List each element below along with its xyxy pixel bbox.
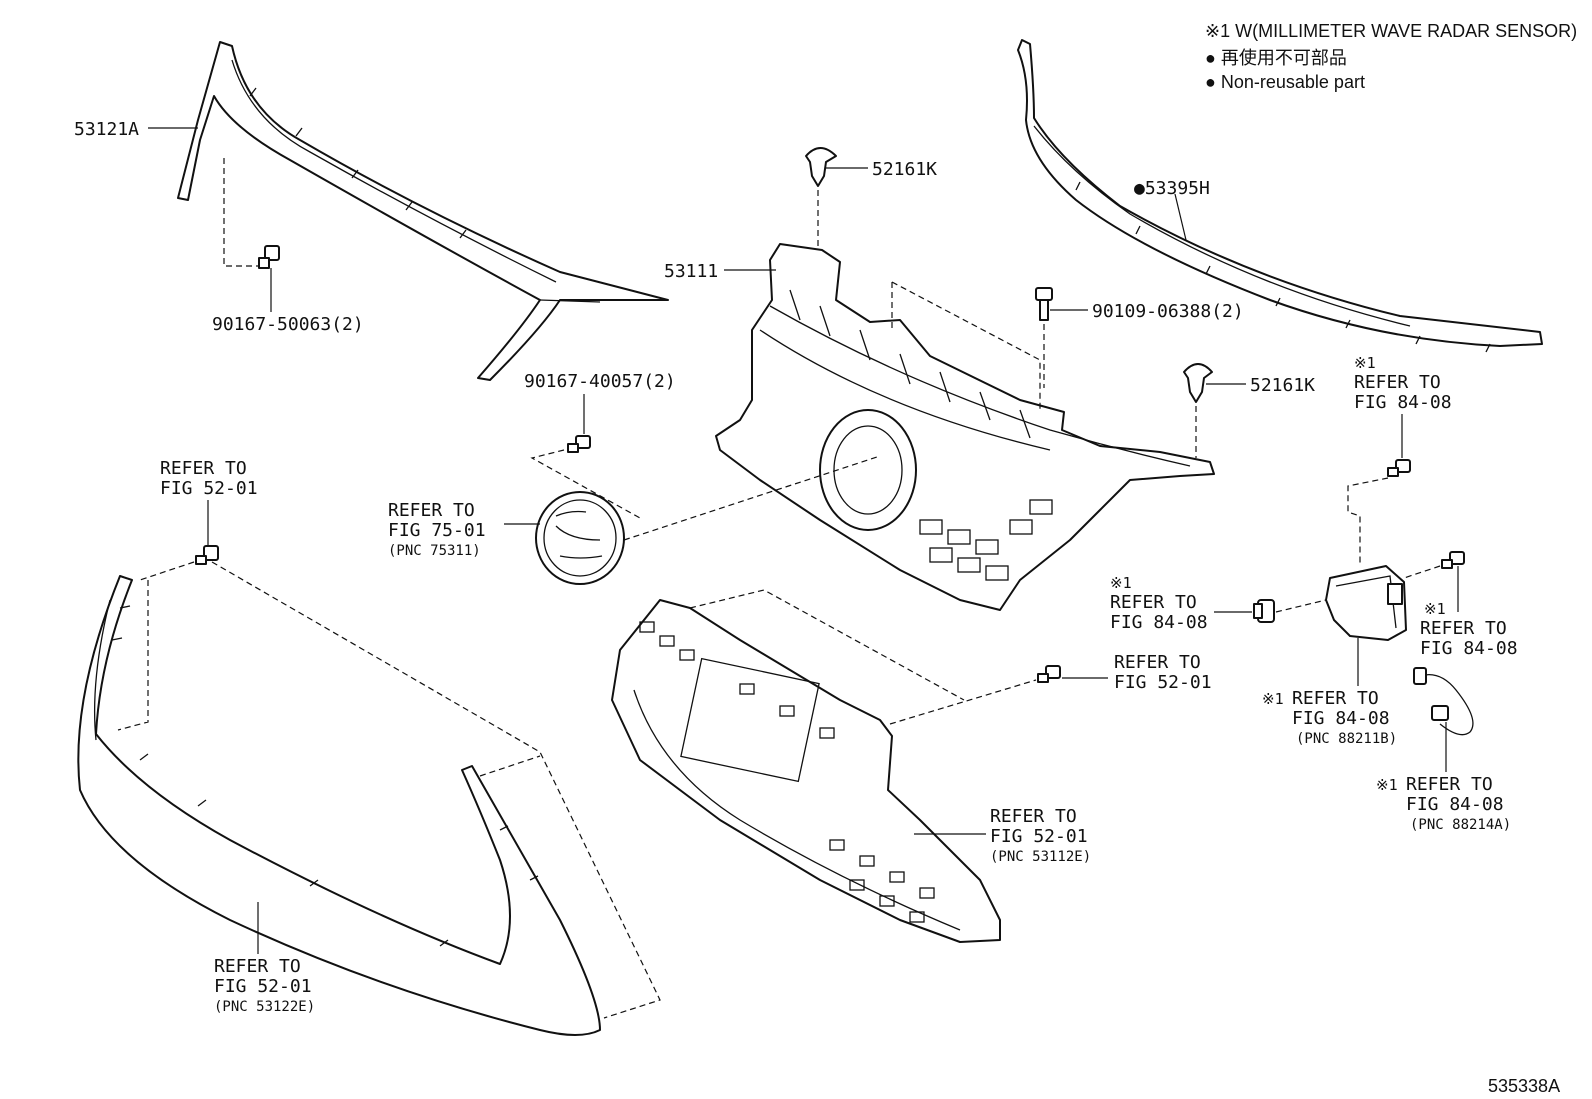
dash-radar-retainer [1275,599,1327,613]
clip-52161K-top [805,147,837,187]
ref-bolt-center-right-line2: FIG 52-01 [1114,672,1212,693]
dash-radar-bolt-right [1403,565,1441,579]
molding-53121A [177,41,669,381]
ref-bolt-left-line1: REFER TO [160,458,247,479]
ref-radar-retainer-line2: FIG 84-08 [1110,612,1208,633]
screw-90167-40057 [567,435,591,453]
ref-radar-bolt-right-line1: REFER TO [1420,618,1507,639]
label-90109-06388: 90109-06388(2) [1092,301,1244,322]
radar-wire-harness [1413,667,1474,736]
lower-molding-53122E [77,575,601,1036]
ref-radar-retainer-line1: REFER TO [1110,592,1197,613]
radar-retainer [1253,599,1275,623]
ref-bolt-center-right-line1: REFER TO [1114,652,1201,673]
dash-90167-40057 [530,449,641,519]
dash-53121A-clip [223,158,262,267]
ref-emblem: REFER TO FIG 75-01 (PNC 75311) [388,500,486,559]
ref-lower-grille-line2: FIG 52-01 [990,826,1088,847]
ref-radar-bolt-right-line2: FIG 84-08 [1420,638,1518,659]
ref-radar-bolt-right: ※1 REFER TO FIG 84-08 [1420,600,1518,659]
legend-non-reusable-jp: ● 再使用不可部品 [1205,48,1347,68]
emblem [535,491,625,585]
radar-bolt-top [1387,459,1411,477]
ref-radar-retainer-mark: ※1 [1110,574,1132,592]
dash-53111-bolt [891,281,1041,412]
ref-radar-bolt-top: ※1 REFER TO FIG 84-08 [1354,354,1452,413]
ref-radar-bolt-right-mark: ※1 [1424,600,1446,618]
label-53111: 53111 [664,261,718,282]
clip-90167-50063 [258,245,280,269]
ref-radar-bolt-top-line1: REFER TO [1354,372,1441,393]
ref-radar-sensor: ※1 REFER TO FIG 84-08 (PNC 88211B) [1262,688,1397,747]
ref-lower-grille: REFER TO FIG 52-01 (PNC 53112E) [990,806,1091,865]
label-52161K-right: 52161K [1250,375,1315,396]
ref-radar-sensor-line2: FIG 84-08 [1292,708,1390,729]
bolt-center-right [1037,665,1061,683]
dash-radar-bolt-top [1347,477,1389,566]
dash-lower-grille [689,589,1037,725]
molding-53395H [1017,39,1543,353]
bolt-left [195,545,219,565]
label-90167-40057: 90167-40057(2) [524,371,676,392]
label-53395H: ●53395H [1134,178,1210,199]
legend-radar-note: ※1 W(MILLIMETER WAVE RADAR SENSOR) [1205,21,1577,41]
ref-emblem-line2: FIG 75-01 [388,520,486,541]
label-90167-50063: 90167-50063(2) [212,314,364,335]
ref-radar-sensor-pnc: (PNC 88211B) [1296,731,1397,747]
ref-bolt-left: REFER TO FIG 52-01 [160,458,258,499]
ref-lower-grille-line1: REFER TO [990,806,1077,827]
ref-radar-wire-mark: ※1 [1376,776,1398,794]
dash-emblem-frame [623,455,881,541]
ref-radar-retainer: ※1 REFER TO FIG 84-08 [1110,574,1208,633]
radar-sensor [1325,565,1407,641]
legend: ※1 W(MILLIMETER WAVE RADAR SENSOR) ● 再使用… [1205,21,1577,92]
diagram-id: 535338A [1488,1076,1560,1096]
clip-52161K-right [1183,363,1213,403]
ref-lower-molding-line1: REFER TO [214,956,301,977]
ref-lower-grille-pnc: (PNC 53112E) [990,849,1091,865]
ref-lower-molding: REFER TO FIG 52-01 (PNC 53122E) [214,956,315,1015]
ref-bolt-left-line2: FIG 52-01 [160,478,258,499]
label-52161K-top: 52161K [872,159,937,180]
legend-non-reusable-en: ● Non-reusable part [1205,72,1365,92]
leader-53395H [1174,193,1187,241]
radar-bolt-right [1441,551,1465,569]
ref-emblem-pnc: (PNC 75311) [388,543,481,559]
ref-radar-sensor-line1: REFER TO [1292,688,1379,709]
ref-radar-sensor-mark: ※1 [1262,690,1284,708]
label-53121A: 53121A [74,119,139,140]
lower-grille-53112E [611,599,1001,943]
grille-frame-53111 [715,243,1215,611]
bolt-90109-06388 [1035,287,1053,321]
ref-radar-bolt-top-line2: FIG 84-08 [1354,392,1452,413]
ref-radar-wire-line2: FIG 84-08 [1406,794,1504,815]
ref-emblem-line1: REFER TO [388,500,475,521]
ref-radar-wire-line1: REFER TO [1406,774,1493,795]
ref-radar-bolt-top-mark: ※1 [1354,354,1376,372]
ref-radar-wire-pnc: (PNC 88214A) [1410,817,1511,833]
ref-lower-molding-line2: FIG 52-01 [214,976,312,997]
ref-lower-molding-pnc: (PNC 53122E) [214,999,315,1015]
ref-radar-wire: ※1 REFER TO FIG 84-08 (PNC 88214A) [1376,774,1511,833]
ref-bolt-center-right: REFER TO FIG 52-01 [1114,652,1212,693]
